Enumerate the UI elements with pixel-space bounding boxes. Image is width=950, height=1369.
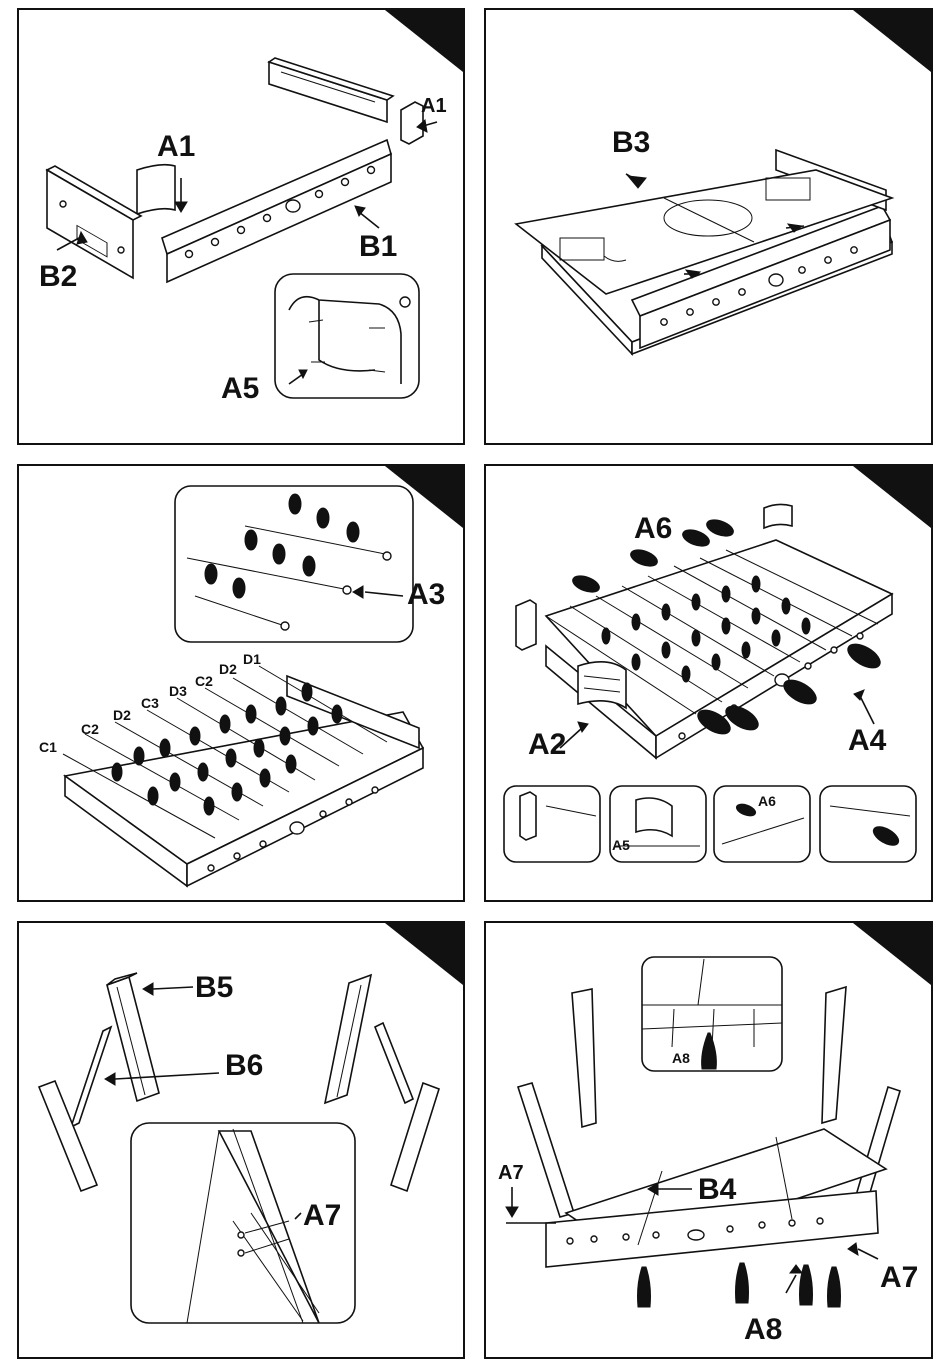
label-a7: A7 bbox=[303, 1201, 341, 1231]
label-a2: A2 bbox=[528, 730, 566, 760]
step-3-drawing bbox=[19, 466, 465, 902]
label-b2: B2 bbox=[39, 262, 77, 292]
label-d3: D3 bbox=[169, 684, 187, 698]
label-a1-small: A1 bbox=[421, 96, 447, 116]
label-a8-inset: A8 bbox=[672, 1051, 690, 1065]
step-6-panel: A7 B4 A7 A8 A8 bbox=[484, 921, 933, 1359]
label-b3: B3 bbox=[612, 128, 650, 158]
step-4-drawing bbox=[486, 466, 933, 902]
step-2-drawing bbox=[486, 10, 933, 445]
label-a5-inset: A5 bbox=[612, 838, 630, 852]
label-b5: B5 bbox=[195, 973, 233, 1003]
label-a6-inset: A6 bbox=[758, 794, 776, 808]
step-1-panel: A1 A1 B1 B2 A5 bbox=[17, 8, 465, 445]
label-c2-left: C2 bbox=[81, 722, 99, 736]
step-5-panel: B5 B6 A7 bbox=[17, 921, 465, 1359]
step-5-drawing bbox=[19, 923, 465, 1359]
label-a1: A1 bbox=[157, 132, 195, 162]
label-a3: A3 bbox=[407, 580, 445, 610]
label-d2-right: D2 bbox=[219, 662, 237, 676]
label-b1: B1 bbox=[359, 232, 397, 262]
step-3-panel: A3 C1 C2 D2 C3 D3 C2 D2 D1 bbox=[17, 464, 465, 902]
label-c1: C1 bbox=[39, 740, 57, 754]
label-a7-left: A7 bbox=[498, 1163, 524, 1183]
step-2-panel: B3 bbox=[484, 8, 933, 445]
step-4-panel: A6 A2 A4 A6 A5 bbox=[484, 464, 933, 902]
label-d2-left: D2 bbox=[113, 708, 131, 722]
label-a6: A6 bbox=[634, 514, 672, 544]
label-b4: B4 bbox=[698, 1175, 736, 1205]
label-d1: D1 bbox=[243, 652, 261, 666]
label-a4: A4 bbox=[848, 726, 886, 756]
label-a7-right: A7 bbox=[880, 1263, 918, 1293]
label-a8: A8 bbox=[744, 1315, 782, 1345]
label-b6: B6 bbox=[225, 1051, 263, 1081]
label-a5: A5 bbox=[221, 374, 259, 404]
step-6-drawing bbox=[486, 923, 933, 1359]
label-c2-right: C2 bbox=[195, 674, 213, 688]
label-c3: C3 bbox=[141, 696, 159, 710]
